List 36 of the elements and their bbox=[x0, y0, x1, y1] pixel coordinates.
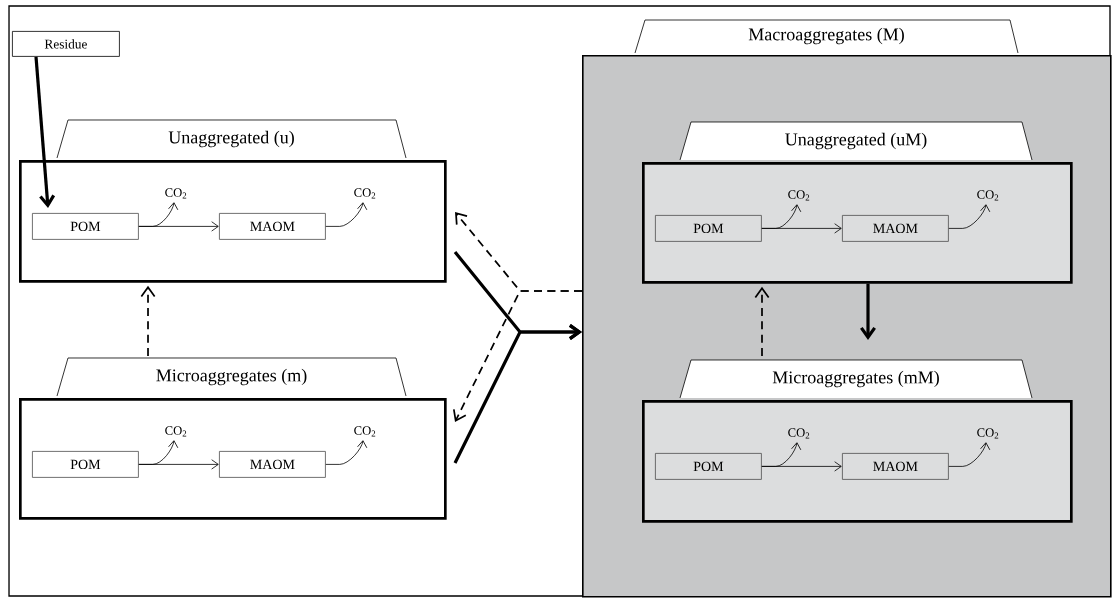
arrow bbox=[138, 202, 179, 227]
pool-box: MAOM bbox=[842, 215, 949, 242]
gas-label: CO$_{2}$ bbox=[354, 426, 376, 437]
arrow bbox=[948, 442, 991, 467]
arrow bbox=[761, 204, 802, 229]
node-label: Macroaggregates (M) bbox=[748, 27, 904, 45]
pool-box: POM bbox=[655, 215, 762, 242]
arrow bbox=[325, 202, 368, 227]
input-box: Residue bbox=[12, 31, 120, 57]
gas-label: CO$_{2}$ bbox=[977, 428, 999, 439]
gas-label: CO$_{2}$ bbox=[165, 188, 187, 199]
node-label: Microaggregates (m) bbox=[156, 368, 307, 386]
pool-box: MAOM bbox=[219, 451, 326, 478]
arrow bbox=[860, 283, 876, 340]
pool-box: POM bbox=[32, 451, 139, 478]
node-label: Unaggregated (uM) bbox=[785, 132, 927, 150]
arrow bbox=[140, 285, 156, 357]
pool-box: MAOM bbox=[219, 213, 326, 240]
arrow bbox=[453, 290, 583, 422]
arrow bbox=[325, 440, 368, 465]
node-label: Microaggregates (mM) bbox=[772, 370, 939, 388]
gas-label: CO$_{2}$ bbox=[788, 190, 810, 201]
arrow bbox=[453, 324, 582, 464]
arrow bbox=[761, 442, 802, 467]
gas-label: CO$_{2}$ bbox=[788, 428, 810, 439]
gas-label: CO$_{2}$ bbox=[354, 188, 376, 199]
pool-box: MAOM bbox=[842, 453, 949, 480]
arrow bbox=[34, 56, 56, 208]
arrow bbox=[138, 440, 179, 465]
node-label: Unaggregated (u) bbox=[168, 130, 294, 148]
gas-label: CO$_{2}$ bbox=[977, 190, 999, 201]
arrow bbox=[948, 204, 991, 229]
arrow bbox=[754, 286, 770, 357]
pool-box: POM bbox=[32, 213, 139, 240]
pool-box: POM bbox=[655, 453, 762, 480]
gas-label: CO$_{2}$ bbox=[165, 426, 187, 437]
